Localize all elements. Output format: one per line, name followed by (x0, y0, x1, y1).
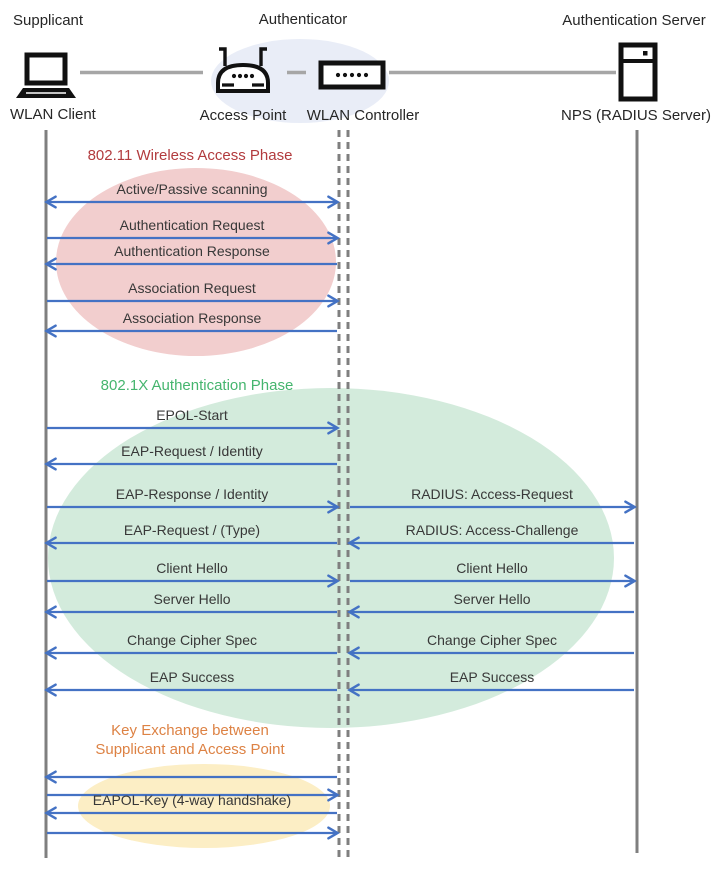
phase-ellipse-80211 (56, 168, 336, 356)
message-label: EAP Success (149, 669, 235, 685)
phase-ellipse-key-exchange (78, 764, 330, 848)
wlan-controller-icon (318, 60, 386, 90)
laptop-icon (16, 52, 76, 98)
role-label-supplicant: Supplicant (13, 12, 84, 29)
message-label: RADIUS: Access-Challenge (405, 522, 579, 538)
message-label: Authentication Response (114, 243, 270, 259)
message-label: Client Hello (456, 560, 528, 576)
message-label: EAP-Request / (Type) (123, 522, 261, 538)
device-label-wlan-client: WLAN Client (10, 106, 96, 123)
message-label: Association Response (122, 310, 262, 326)
message-label: EAP-Response / Identity (115, 486, 269, 502)
authenticator-bubble (211, 39, 389, 123)
message-label: EPOL-Start (156, 407, 228, 423)
phase-title-key-exchange: Key Exchange between Supplicant and Acce… (95, 722, 285, 758)
message-label: EAP-Request / Identity (121, 443, 263, 459)
role-label-authenticator: Authenticator (258, 11, 348, 28)
message-label: Active/Passive scanning (116, 181, 268, 197)
message-label: Server Hello (153, 591, 231, 607)
message-label: RADIUS: Access-Request (411, 486, 573, 502)
phase-title-8021x-authentication: 802.1X Authentication Phase (100, 377, 294, 394)
message-label: Change Cipher Spec (127, 632, 257, 648)
server-icon (618, 42, 658, 102)
message-label: Server Hello (453, 591, 531, 607)
phase-title-80211-wireless-access: 802.11 Wireless Access Phase (87, 147, 293, 164)
message-label: Change Cipher Spec (427, 632, 557, 648)
message-label: EAP Success (449, 669, 535, 685)
message-label: Authentication Request (119, 217, 265, 233)
phase-ellipse-8021x (48, 388, 614, 728)
device-label-access-point: Access Point (199, 107, 287, 124)
device-label-wlan-controller: WLAN Controller (306, 107, 420, 124)
message-label: Association Request (128, 280, 256, 296)
device-label-nps-radius-server: NPS (RADIUS Server) (560, 107, 712, 124)
access-point-icon (216, 47, 270, 93)
role-label-authentication-server: Authentication Server (562, 12, 706, 29)
message-label: EAPOL-Key (4-way handshake) (92, 792, 292, 808)
message-label: Client Hello (156, 560, 228, 576)
